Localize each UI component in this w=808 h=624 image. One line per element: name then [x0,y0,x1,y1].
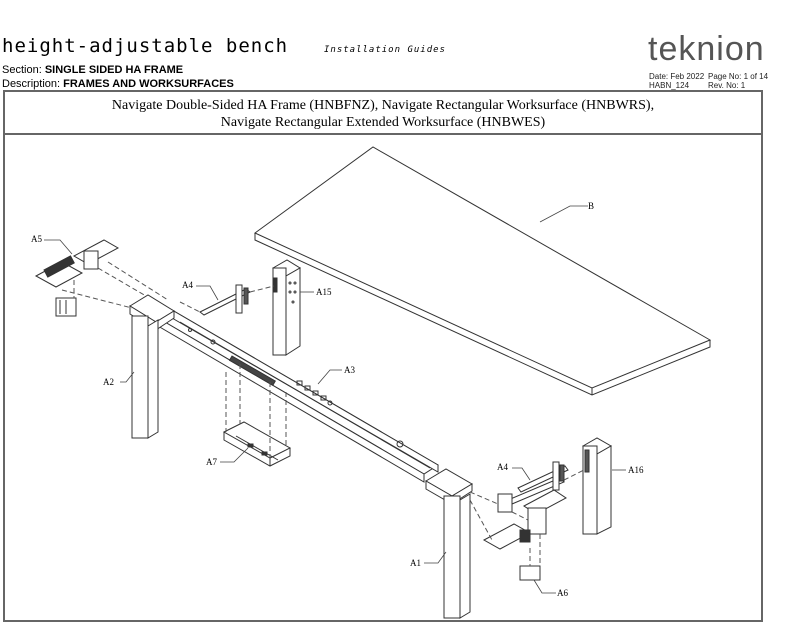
page-meta: Page No: 1 of 14 [708,72,769,81]
callout-a3: A3 [344,365,355,375]
callout-a16: A16 [628,465,644,475]
rev-meta: Rev. No: 1 [708,81,746,90]
callout-a5: A5 [31,234,42,244]
description-label: Description: [2,78,64,90]
callout-a2: A2 [103,377,114,387]
leg-a15 [272,259,301,356]
content-frame [3,90,763,622]
leg-a1 [425,468,473,619]
doc-id-meta: HABN_124 [649,81,690,90]
document-subtitle: Installation Guides [324,45,446,55]
callout-a4-right: A4 [497,462,508,472]
plate-a5 [34,239,120,317]
callout-a15: A15 [316,287,332,297]
crossbar-a3 [157,309,439,483]
leg-a2 [129,294,175,439]
bracket-a4-left [199,284,251,316]
description-value: FRAMES AND WORKSURFACES [63,78,234,90]
callout-a6: A6 [557,588,568,598]
leader-lines [44,205,626,594]
callout-b: B [588,201,594,211]
callout-a7: A7 [206,457,217,467]
product-heading: Navigate Double-Sided HA Frame (HNBFNZ),… [3,90,763,135]
section-value: SINGLE SIDED HA FRAME [44,64,184,76]
leg-a16 [581,437,613,535]
tray-a7 [222,421,292,467]
product-heading-line1: Navigate Double-Sided HA Frame (HNBFNZ),… [111,98,655,113]
teknion-logo: teknion [648,30,765,68]
callout-a4-left: A4 [182,280,193,290]
section-label: Section: [2,64,45,76]
worksurface-b [254,146,712,396]
alignment-lines [61,261,585,566]
date-meta: Date: Feb 2022 [649,72,705,81]
callout-a1: A1 [410,558,421,568]
section-line: Section: SINGLE SIDED HA FRAME [2,64,183,76]
document-title: height-adjustable bench [2,35,289,57]
description-line: Description: FRAMES AND WORKSURFACES [2,78,234,90]
bracket-a4-right [497,461,569,513]
product-heading-line2: Navigate Rectangular Extended Worksurfac… [220,115,546,130]
